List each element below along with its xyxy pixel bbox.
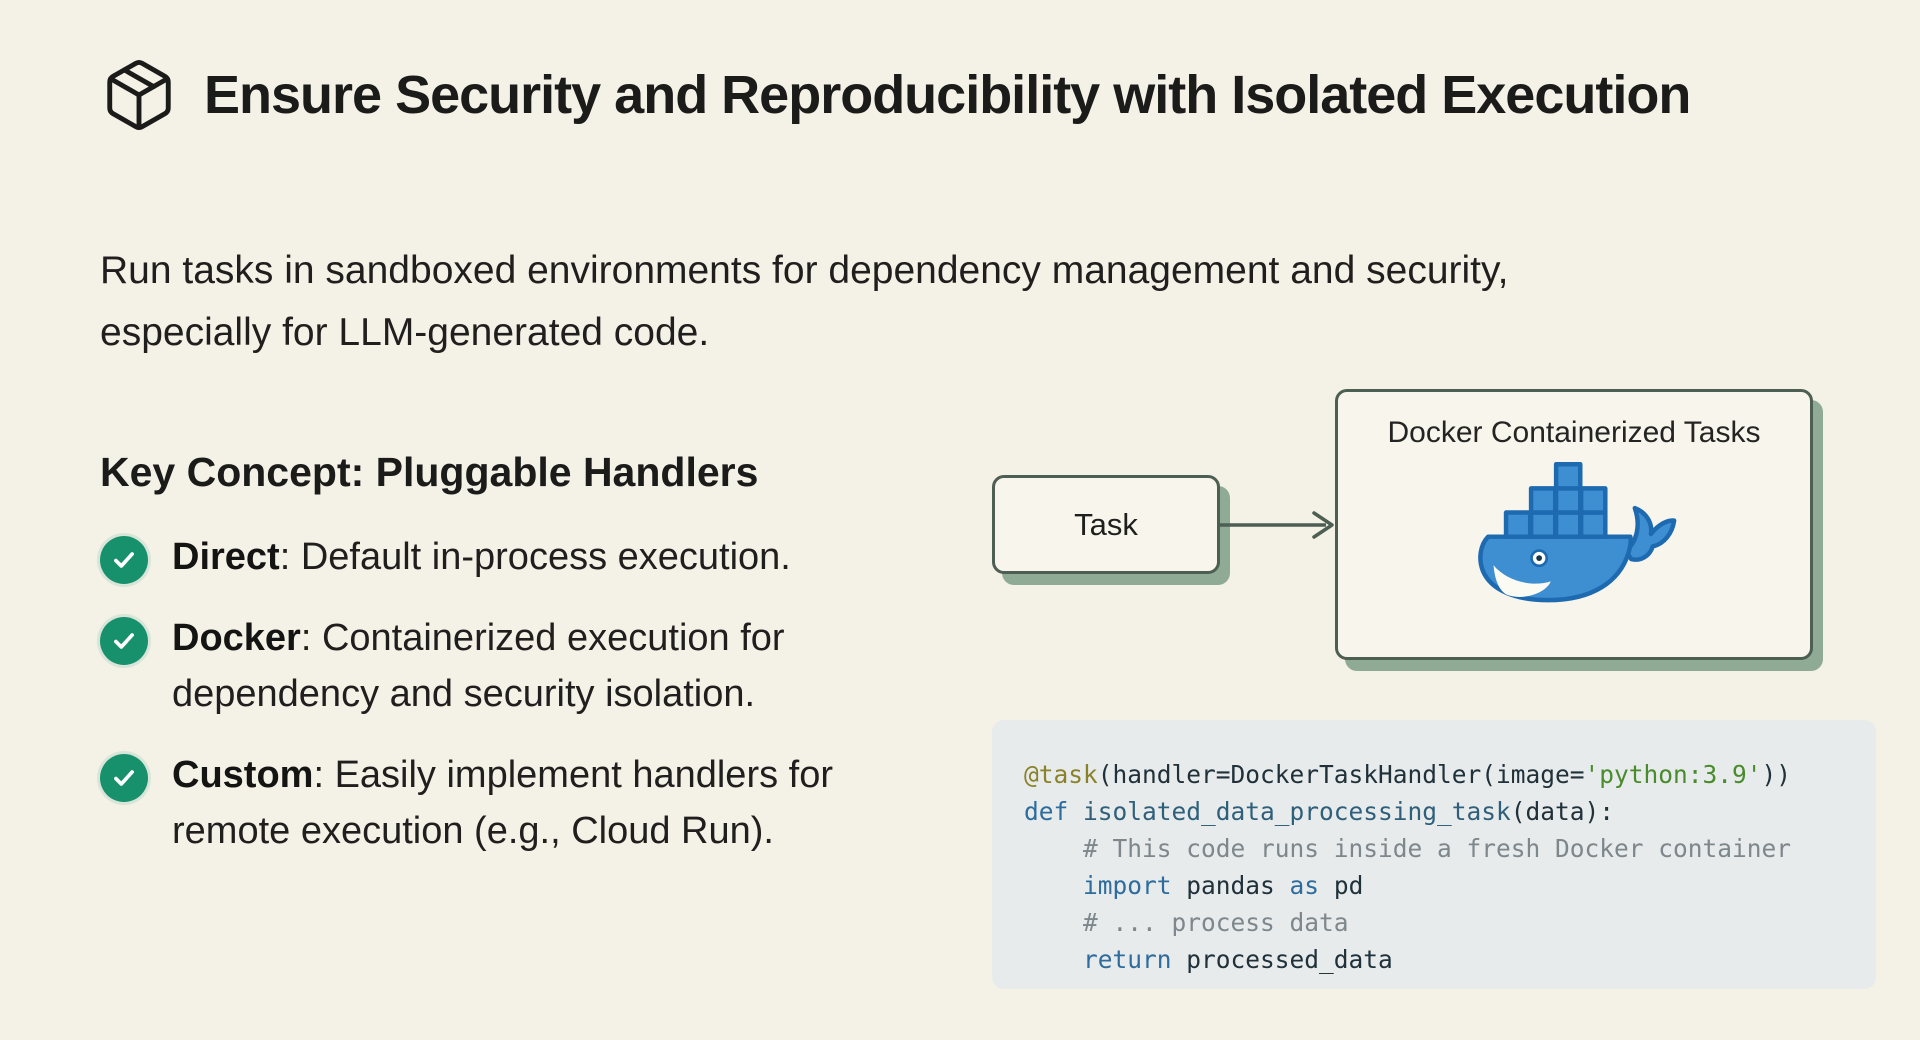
bullet-term: Docker <box>172 617 301 660</box>
code-line: @task(handler=DockerTaskHandler(image='p… <box>1024 760 1792 789</box>
bullet-text: Docker: Containerized execution for depe… <box>172 611 924 722</box>
code-block: @task(handler=DockerTaskHandler(image='p… <box>992 720 1876 989</box>
bullet-rest: : Easily implement handlers for remote e… <box>172 754 834 852</box>
docker-whale-icon <box>1478 462 1677 603</box>
code-line: return processed_data <box>1083 945 1393 974</box>
bullet-rest: : Containerized execution for dependency… <box>172 617 785 715</box>
left-column: Run tasks in sandboxed environments for … <box>100 240 1508 885</box>
slide-title: Ensure Security and Reproducibility with… <box>204 65 1691 125</box>
task-node: Task <box>992 475 1220 574</box>
package-icon <box>107 60 171 130</box>
check-circle-icon <box>100 617 148 666</box>
bullet-text: Direct: Default in-process execution. <box>172 530 791 585</box>
intro-text: Run tasks in sandboxed environments for … <box>100 249 1509 355</box>
check-circle-icon <box>100 754 148 803</box>
check-circle-icon <box>100 535 148 584</box>
docker-node-label: Docker Containerized Tasks <box>1387 416 1761 449</box>
bullet-item-direct: Direct: Default in-process execution. <box>100 530 930 585</box>
task-node-label: Task <box>1074 506 1138 542</box>
bullet-term: Custom <box>172 754 314 797</box>
code-line: import pandas as pd <box>1083 871 1364 900</box>
bullet-text: Custom: Easily implement handlers for re… <box>172 748 924 859</box>
bullet-item-custom: Custom: Easily implement handlers for re… <box>100 748 930 859</box>
bullet-item-docker: Docker: Containerized execution for depe… <box>100 611 930 722</box>
right-arrow-icon <box>1218 511 1334 539</box>
code-line: # ... process data <box>1024 908 1349 937</box>
bullet-rest: : Default in-process execution. <box>279 535 791 578</box>
code-line: # This code runs inside a fresh Docker c… <box>1024 834 1792 863</box>
bullet-term: Direct <box>172 535 280 578</box>
slide-header: Ensure Security and Reproducibility with… <box>100 56 1691 134</box>
key-concept-heading: Key Concept: Pluggable Handlers <box>100 448 759 495</box>
docker-node: Docker Containerized Tasks <box>1335 389 1813 660</box>
code-line: def isolated_data_processing_task(data): <box>1024 797 1615 826</box>
code-lines: @task(handler=DockerTaskHandler(image='p… <box>1024 756 1856 978</box>
